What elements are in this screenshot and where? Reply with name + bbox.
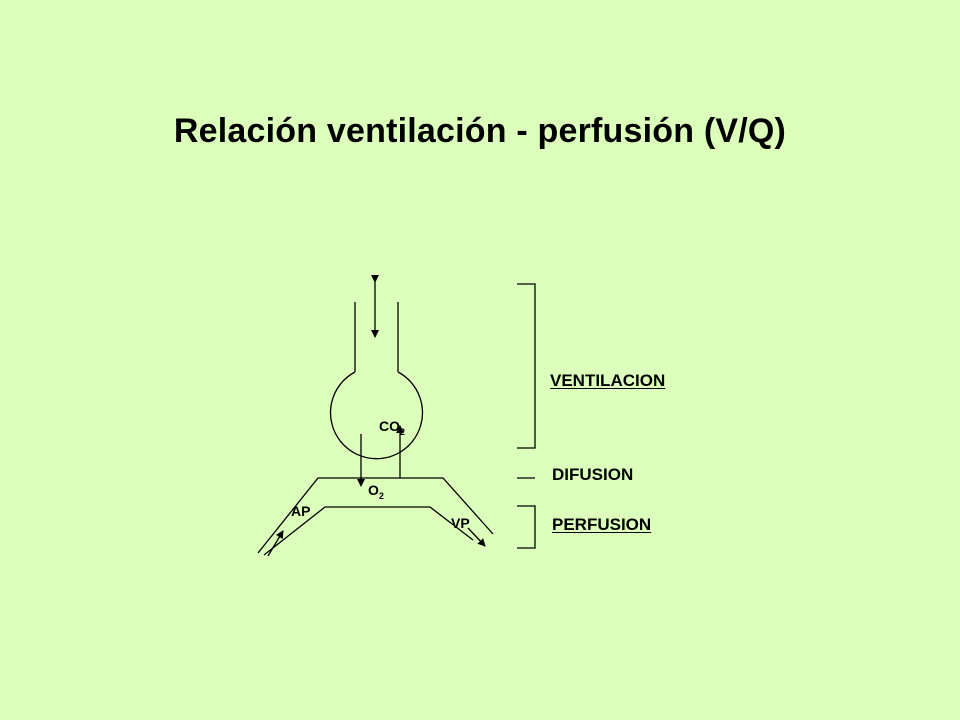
page-title: Relación ventilación - perfusión (V/Q) <box>173 112 787 150</box>
capillary-inner-wall <box>263 506 474 556</box>
o2-label: O2 <box>368 482 384 501</box>
ventilacion-label: VENTILACION <box>550 371 666 390</box>
alveolus <box>329 371 424 460</box>
capillary-outer-wall <box>257 477 494 554</box>
perfusion-label: PERFUSION <box>552 515 652 534</box>
ap-label: AP <box>291 503 311 519</box>
perfusion-bracket <box>517 505 536 549</box>
difusion-label: DIFUSION <box>552 465 634 484</box>
vp-label: VP <box>451 515 470 531</box>
co2-label: CO2 <box>379 418 406 437</box>
vp-flow-arrow <box>467 527 486 547</box>
ventilacion-bracket <box>517 283 536 449</box>
ap-flow-arrow <box>267 530 284 557</box>
